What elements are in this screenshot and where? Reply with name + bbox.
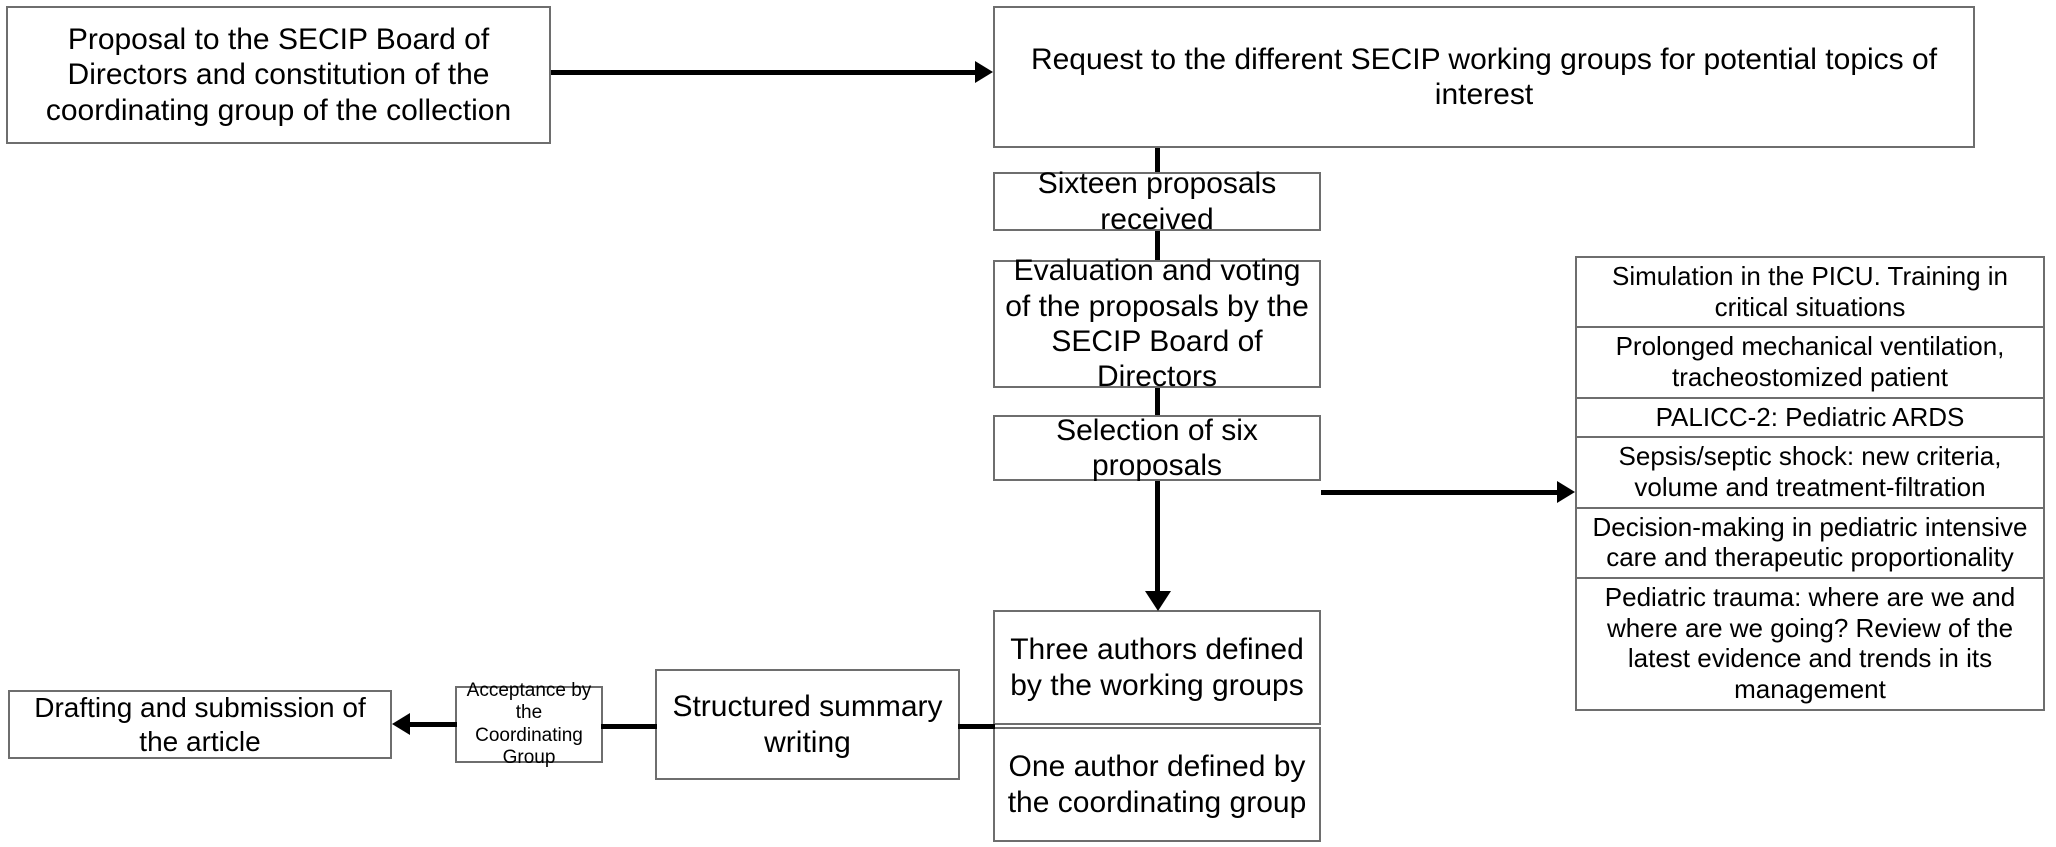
topic-list-item: Sepsis/septic shock: new criteria, volum… (1577, 438, 2043, 509)
node-sixteen-proposals-label: Sixteen proposals received (1037, 167, 1277, 236)
topic-list-item: Pediatric trauma: where are we and where… (1604, 582, 2016, 705)
node-request-label: Request to the different SECIP working g… (1030, 42, 1938, 111)
node-three-authors: Three authors defined by the working gro… (993, 610, 1321, 725)
connector-evaluation-to-selection (1155, 388, 1160, 415)
connector-selection-to-three-authors (1155, 481, 1160, 591)
topic-list: Simulation in the PICU. Training in crit… (1575, 256, 2045, 711)
connector-acceptance-to-drafting (410, 722, 457, 727)
connector-authors-to-structured (958, 724, 995, 729)
topic-list-item: Decision-making in pediatric intensive c… (1577, 509, 2043, 580)
connector-proposal-to-request (551, 70, 975, 75)
connector-structured-to-acceptance (601, 724, 657, 729)
arrowhead-acceptance-to-drafting (392, 713, 410, 735)
node-one-author: One author defined by the coordinating g… (993, 727, 1321, 842)
node-selection-label: Selection of six proposals (1056, 413, 1258, 482)
topic-list-item: Simulation in the PICU. Training in crit… (1577, 258, 2043, 329)
connector-request-to-sixteen (1155, 148, 1160, 172)
node-selection: Selection of six proposals (993, 413, 1321, 482)
node-sixteen-proposals: Sixteen proposals received (993, 167, 1321, 236)
connector-selection-to-topics (1321, 490, 1557, 495)
node-request: Request to the different SECIP working g… (993, 6, 1975, 148)
topic-list-item: PALICC-2: Pediatric ARDS (1577, 399, 2043, 439)
topic-list-item: Prolonged mechanical ventilation, trache… (1577, 328, 2043, 399)
node-drafting: Drafting and submission of the article (8, 690, 392, 759)
node-three-authors-label: Three authors defined by the working gro… (1010, 633, 1304, 702)
node-acceptance: Acceptance by the Coordinating Group (455, 680, 603, 768)
node-evaluation-label: Evaluation and voting of the proposals b… (1005, 254, 1309, 394)
connector-sixteen-to-evaluation (1155, 231, 1160, 260)
node-proposal: Proposal to the SECIP Board of Directors… (6, 6, 551, 144)
arrowhead-proposal-to-request (975, 61, 993, 83)
arrowhead-selection-to-three-authors (1145, 591, 1171, 611)
node-structured-summary: Structured summary writing (655, 669, 960, 780)
arrowhead-selection-to-topics (1557, 481, 1575, 503)
node-proposal-label: Proposal to the SECIP Board of Directors… (45, 22, 512, 127)
node-drafting-label: Drafting and submission of the article (34, 692, 366, 757)
node-evaluation: Evaluation and voting of the proposals b… (993, 254, 1321, 393)
node-acceptance-label: Acceptance by the Coordinating Group (466, 679, 592, 768)
node-structured-summary-label: Structured summary writing (672, 690, 943, 759)
node-one-author-label: One author defined by the coordinating g… (1007, 750, 1307, 819)
